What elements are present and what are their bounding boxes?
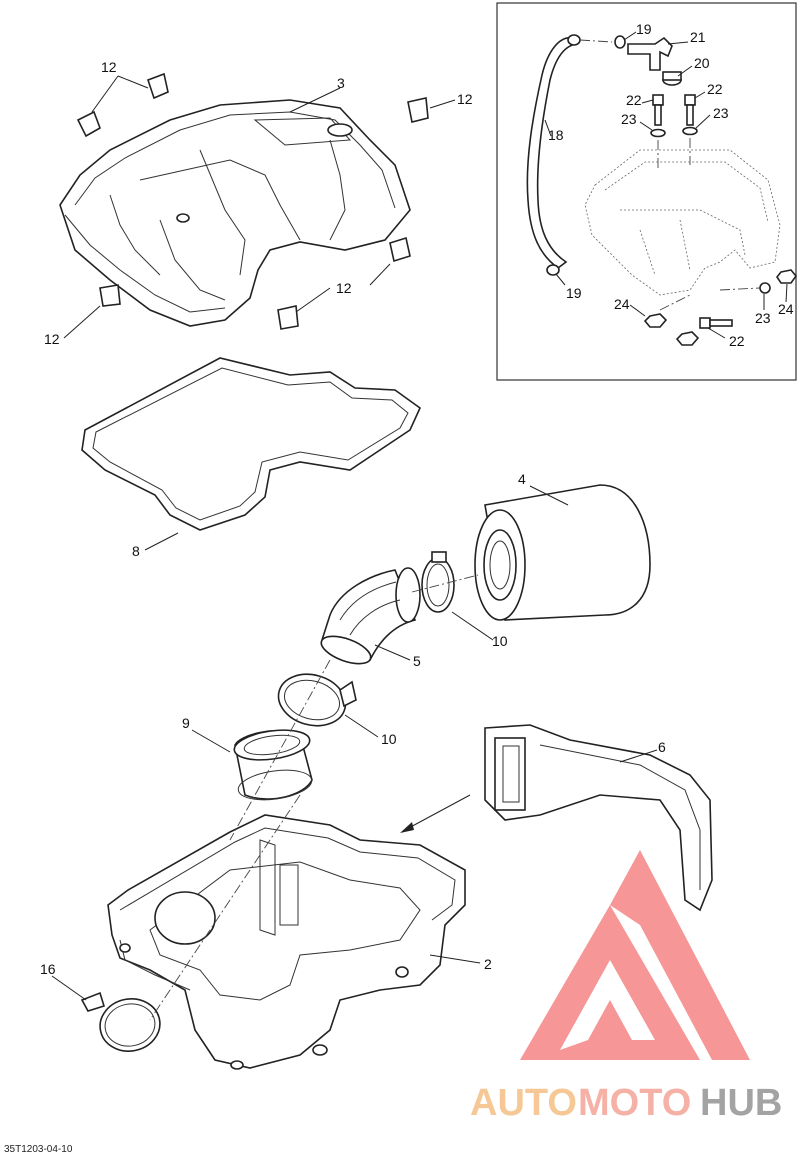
clamp-19-top [567,34,626,49]
callout-23-a: 23 [621,111,637,127]
hose-axis-line [579,39,613,43]
washer-23-inset [759,282,771,294]
clamp-10-lower [277,673,357,727]
intake-elbow-5 [320,567,421,665]
callout-10-a: 10 [492,633,508,649]
watermark-logo: AUTO MOTO HUB [470,850,782,1124]
inset-axis-b [659,294,691,311]
gasket-8 [81,357,421,531]
airbox-cover-3 [59,99,411,327]
callout-3: 3 [337,75,345,91]
intake-adapter-9 [233,729,313,801]
assembly-axis-upper [229,659,331,841]
bolts-22-top [652,94,696,126]
callout-9: 9 [182,715,190,731]
airbox-inset-outline [584,149,781,296]
callout-12-d: 12 [44,331,60,347]
washers-23-top [650,126,698,138]
intake-duct-6 [484,724,713,912]
grommet-20 [662,71,682,86]
inset-axis-a [719,287,761,291]
leader-lines [51,31,788,1001]
callout-22-b: 22 [707,81,723,97]
callout-21: 21 [690,29,706,45]
callout-4: 4 [518,471,526,487]
callout-6: 6 [658,739,666,755]
callout-16: 16 [40,961,56,977]
callout-19-b: 19 [566,285,582,301]
clamp-16 [80,991,161,1052]
watermark-peak-icon [610,850,750,1060]
callout-5: 5 [413,653,421,669]
nuts-24-inset [643,269,798,346]
callout-23-c: 23 [755,310,771,326]
retaining-clips-12 [76,72,429,330]
callout-24-b: 24 [778,301,794,317]
callout-2: 2 [484,956,492,972]
watermark-word-moto: MOTO [578,1082,691,1124]
watermark-triangle-icon [520,905,700,1060]
callout-23-b: 23 [713,105,729,121]
callout-10-b: 10 [381,731,397,747]
airbox-base-2 [107,814,466,1070]
callout-22-c: 22 [729,333,745,349]
direction-arrow [400,794,471,833]
callout-20: 20 [694,55,710,71]
assembly-axis-lower [149,794,301,1021]
reference-code: 35T1203-04-10 [4,1144,73,1155]
callout-12-c: 12 [336,280,352,296]
clamp-19-bottom [546,264,560,276]
callout-24-a: 24 [614,296,630,312]
detail-inset-frame [496,2,797,381]
air-filter-4 [474,484,651,621]
callout-12-a: 12 [101,59,117,75]
callout-18: 18 [548,127,564,143]
callout-12-b: 12 [457,91,473,107]
breather-hose-18 [526,37,578,269]
watermark-word-auto: AUTO [470,1082,577,1124]
callout-8: 8 [132,543,140,559]
callout-22-a: 22 [626,92,642,108]
elbow-fitting-21 [627,36,673,71]
assembly-axis-filter [411,574,479,593]
callout-19-a: 19 [636,21,652,37]
watermark-word-hub: HUB [700,1082,782,1124]
bolt-22-inset-bottom [699,317,733,329]
